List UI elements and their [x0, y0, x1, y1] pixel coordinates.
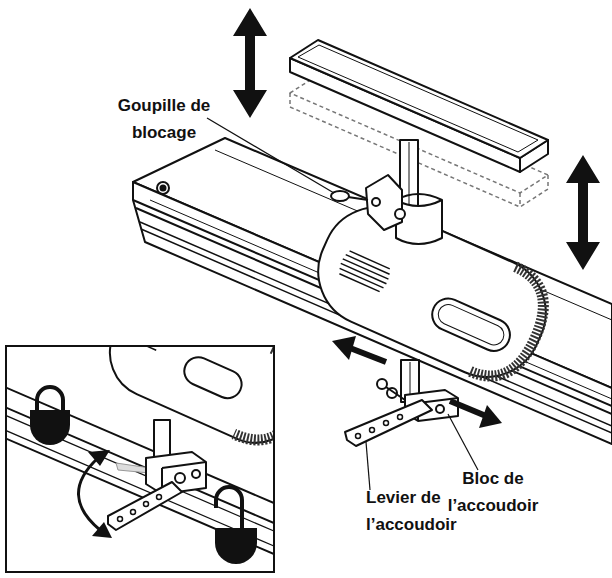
- inset-lever-hole: [118, 517, 123, 522]
- rotation-arrow-head: [88, 450, 110, 466]
- pad-cushion-line: [298, 45, 538, 152]
- closed-padlock-body: [30, 410, 70, 445]
- leader-line: [366, 442, 370, 490]
- lever-hole: [356, 434, 361, 439]
- side-guard: [301, 190, 564, 395]
- vertical-double-arrow: [566, 155, 600, 270]
- slide-arrow-shaft: [350, 348, 386, 362]
- pad-top-face: [290, 40, 548, 158]
- ghost-pad-edge: [519, 193, 521, 207]
- guard-slot-inner: [435, 301, 507, 348]
- lever-hole: [370, 428, 375, 433]
- vertical-double-arrow: [233, 8, 267, 118]
- upper-post: [331, 140, 442, 244]
- guard-vent: [341, 263, 387, 283]
- block-screw: [436, 405, 444, 413]
- block-screw: [377, 379, 387, 389]
- guard-vent: [340, 268, 384, 288]
- lever-hole: [398, 415, 403, 420]
- rail-screw: [161, 186, 166, 191]
- inset-lever-hole: [157, 495, 162, 500]
- leader-line: [448, 414, 478, 470]
- rail-screw: [157, 182, 169, 194]
- inset-screw: [192, 470, 200, 478]
- rotation-arrow-head: [92, 522, 112, 538]
- slide-arrow-head: [332, 336, 356, 360]
- open-padlock-body: [215, 528, 257, 564]
- clamp-screw: [395, 209, 405, 219]
- inset-screw: [175, 473, 185, 483]
- inset-guard-knurl: [234, 348, 273, 453]
- guard-vent: [346, 255, 390, 275]
- rotation-arrow: [78, 458, 100, 530]
- screw-shaft: [386, 387, 405, 400]
- inset-block-edge: [162, 462, 206, 468]
- open-padlock-shackle: [216, 487, 242, 528]
- guard-vent: [339, 274, 379, 292]
- armrest-lever: [345, 400, 432, 446]
- clamp-bracket: [366, 175, 402, 230]
- armrest-block: [345, 360, 458, 446]
- inset-guard-vent: [120, 347, 157, 350]
- clamp-screw: [372, 198, 380, 206]
- detail-inset: [0, 284, 319, 572]
- locking-pin-shaft: [348, 197, 368, 200]
- guard-vent: [343, 259, 389, 279]
- slide-arrow-head: [479, 405, 502, 428]
- inset-guard-slot: [180, 353, 246, 403]
- inset-lever-hole: [131, 510, 136, 515]
- leader-line: [207, 118, 334, 193]
- part-label: Bloc de l’accoudoir: [441, 465, 545, 519]
- closed-padlock-shackle: [37, 387, 63, 412]
- inset-guard-body: [96, 347, 273, 457]
- inset-guard: [96, 347, 273, 457]
- lever-hole: [384, 421, 389, 426]
- slide-arrow-shaft: [450, 401, 486, 416]
- post-edge: [409, 142, 410, 208]
- part-label: Goupille de blocage: [112, 92, 216, 146]
- armrest-pad: [290, 40, 548, 172]
- inset-lever-hole: [144, 502, 149, 507]
- motion-arrows: [233, 8, 600, 428]
- inset-lever: [108, 482, 182, 530]
- guard-slot: [427, 293, 515, 356]
- guard-body: [301, 190, 564, 395]
